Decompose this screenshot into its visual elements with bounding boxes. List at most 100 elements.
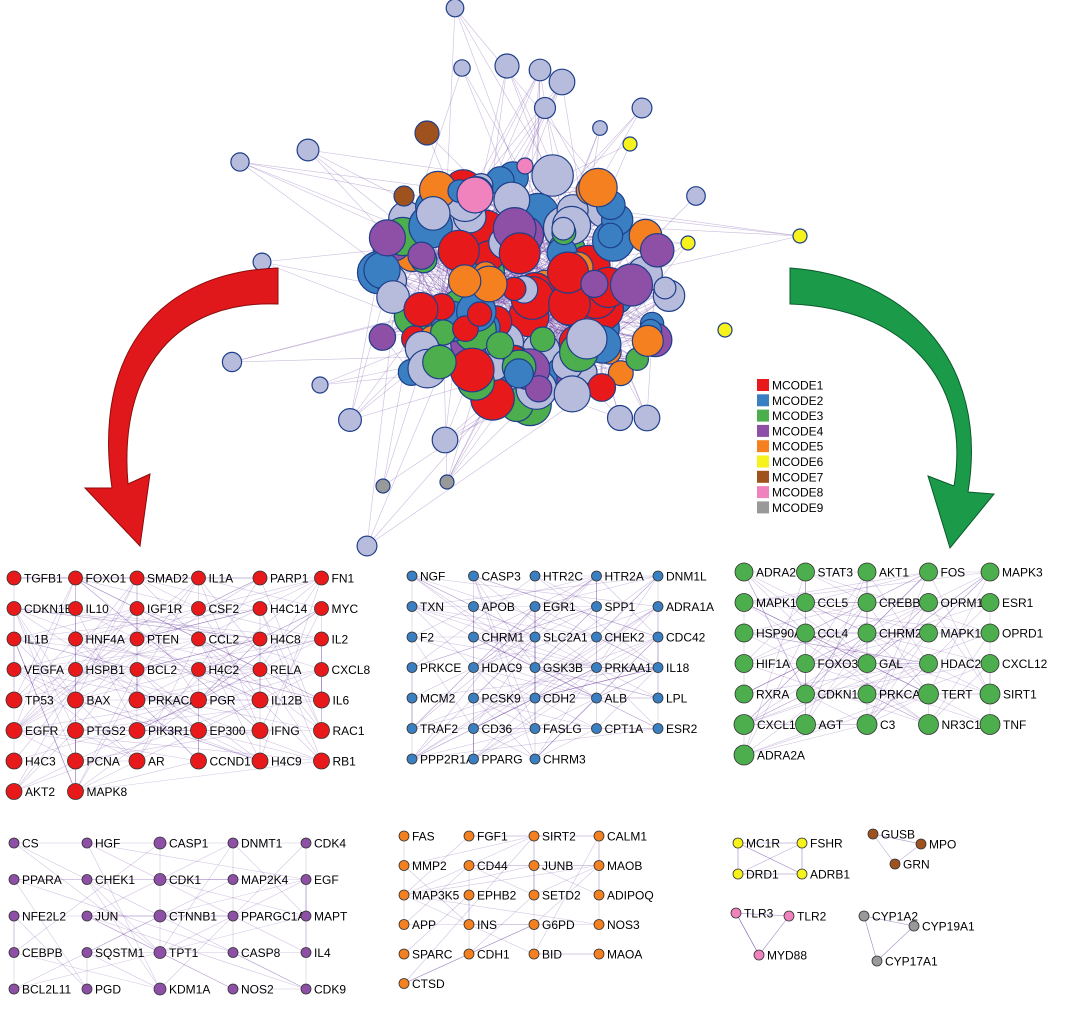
cluster-edge xyxy=(534,697,597,760)
cluster-edge xyxy=(411,575,536,668)
gene-label: TP53 xyxy=(25,694,54,708)
cluster-edge xyxy=(866,693,929,725)
cluster-edge xyxy=(805,571,991,634)
gene-node xyxy=(529,662,541,673)
cluster-edge xyxy=(259,608,322,731)
cluster-edge xyxy=(13,577,261,731)
cluster-edge xyxy=(75,699,199,731)
gene-label: CDC42 xyxy=(666,631,706,645)
gene-node xyxy=(730,907,742,919)
gene-label: FOXO1 xyxy=(86,572,127,586)
gene-node xyxy=(398,978,410,989)
cluster-edge xyxy=(534,667,597,699)
cluster-edge xyxy=(743,602,929,695)
gene-node xyxy=(398,919,410,930)
network-node xyxy=(311,376,329,394)
gene-node xyxy=(593,948,605,960)
cluster-edge xyxy=(136,577,199,609)
cluster-edge xyxy=(928,571,991,695)
cluster-edge xyxy=(13,608,76,731)
gene-label: EGFR xyxy=(25,724,59,738)
cluster-edge xyxy=(86,842,307,953)
cluster-edge xyxy=(411,575,659,607)
cluster-edge xyxy=(75,699,261,762)
gene-node xyxy=(734,623,754,643)
gene-node xyxy=(406,692,418,704)
cluster-edge xyxy=(866,632,991,664)
cluster-edge xyxy=(75,577,261,731)
cluster-edge xyxy=(743,602,991,634)
gene-label: APP xyxy=(412,918,436,932)
cluster-edge xyxy=(534,667,659,699)
cluster-edge xyxy=(743,663,929,695)
cluster-edge xyxy=(198,608,261,701)
gene-label: ADRA2B xyxy=(756,566,804,580)
gene-label: CHRM2 xyxy=(879,627,922,641)
gene-label: GAL xyxy=(879,657,903,671)
gene-label: MYC xyxy=(332,602,359,616)
gene-label: CREBBP xyxy=(879,596,928,610)
gene-label: G6PD xyxy=(542,918,575,932)
gene-node xyxy=(753,949,765,961)
gene-node xyxy=(81,983,93,995)
gene-label: HDAC2 xyxy=(941,657,982,671)
legend-label: MCODE6 xyxy=(772,455,824,469)
cluster-edge xyxy=(411,728,536,760)
gene-label: TRAF2 xyxy=(420,722,458,736)
network-node xyxy=(356,535,378,557)
cluster-edge xyxy=(737,842,803,875)
gene-node xyxy=(68,631,83,647)
gene-label: CCL4 xyxy=(818,627,849,641)
cluster-edge xyxy=(735,912,760,956)
cluster-edge xyxy=(259,608,322,731)
cluster-edge xyxy=(75,608,138,731)
cluster-edge xyxy=(136,638,199,762)
gene-label: TGFB1 xyxy=(24,572,63,586)
cluster-edge xyxy=(805,632,868,695)
cluster-edge xyxy=(411,667,659,699)
network-node xyxy=(633,404,661,432)
gene-node xyxy=(591,601,602,612)
cluster-edge xyxy=(86,842,307,880)
cluster-edge xyxy=(13,730,76,792)
gene-label: SETD2 xyxy=(542,889,581,903)
cluster-edge xyxy=(596,606,659,668)
gene-label: ADIPOQ xyxy=(607,889,654,903)
cluster-edge xyxy=(743,693,806,725)
gene-node xyxy=(734,562,754,582)
cluster-edge xyxy=(735,912,760,956)
gene-label: CXCL8 xyxy=(332,663,371,677)
cluster-edge xyxy=(13,608,261,640)
cluster-edge xyxy=(743,693,929,756)
cluster-edge xyxy=(758,915,790,956)
cluster-edge xyxy=(743,602,929,695)
gene-label: CHEK2 xyxy=(605,631,645,645)
gene-node xyxy=(463,919,475,930)
cluster-edge xyxy=(743,632,806,664)
cluster-edge xyxy=(411,575,597,638)
gene-label: RELA xyxy=(270,663,301,677)
gene-node xyxy=(867,828,879,840)
network-nodes xyxy=(221,0,808,557)
gene-label: SQSTM1 xyxy=(95,946,145,960)
gene-node xyxy=(915,838,927,850)
cluster-edge xyxy=(136,608,261,640)
cluster-edge xyxy=(866,663,929,695)
gene-label: PPARA xyxy=(22,873,62,887)
gene-node xyxy=(153,836,167,850)
cluster-edge xyxy=(198,730,261,762)
gene-node xyxy=(529,753,541,765)
gene-label: TERT xyxy=(942,688,974,702)
cluster-edge xyxy=(198,669,261,701)
cluster-edge xyxy=(13,608,76,701)
cluster-edge xyxy=(534,606,597,668)
cluster-edge xyxy=(473,697,536,729)
gene-node xyxy=(8,947,20,958)
gene-label: RB1 xyxy=(333,755,357,769)
